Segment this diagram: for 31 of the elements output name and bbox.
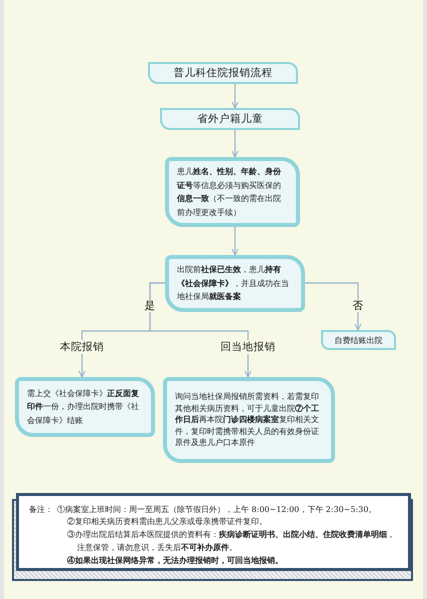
rounded-box (163, 377, 335, 463)
arrow (78, 354, 86, 378)
note-text: ③办理出院后结算后本医院提供的资料有：疾病诊断证明书、出院小结、住院收费清单明细，注意保管，请勿意识，丢失后不可补办原件。 (66, 528, 396, 554)
note-text: ②复印相关病历资料需由患儿父亲或母亲携带证件复印。 (66, 516, 268, 528)
box-text: 自费结账出院 (334, 334, 382, 346)
branch-label: 回当地报销 (210, 340, 286, 354)
connector-line (149, 282, 249, 340)
arrow (232, 227, 238, 256)
note-text: ④如果出现社保网络异常，无法办理报销时，可回当地报销。 (66, 554, 284, 566)
process-box (148, 62, 298, 84)
arrow (244, 354, 252, 378)
box-text: 询问当地社保局报销所需资料，若需复印其他相关病历资料，可于儿童出院⑦个工作日后再本院门诊四楼病案室复印相关文件，复印时需携带相关人员的有效身份证原件及患儿户口本原件 (175, 391, 320, 449)
note-text: ①病案室上班时间：周一至周五（除节假日外），上午 8:00~12:00，下午 2:30~5:30。 (57, 504, 378, 516)
note-heading: 备注： (29, 504, 53, 516)
box-text: 需上交《社会保障卡》正反面复印件一份，办理出院时携带《社会保障卡》结账 (27, 386, 140, 427)
box-text: 患儿姓名、性别、年龄、身份证号等信息必须与购买医保的信息一致（不一致的需在出院前办理更改手续） (177, 165, 282, 218)
box-text: 出院前社保已生效，患儿持有《社会保障卡》，并且成功在当地社保局就医备案 (177, 263, 290, 304)
note-box (16, 493, 411, 571)
edge-label: 是 (144, 300, 156, 312)
box-text: 普儿科住院报销流程 (174, 66, 272, 80)
edge-label: 否 (352, 300, 364, 312)
box-text: 省外户籍儿童 (197, 112, 263, 126)
process-box (160, 108, 300, 130)
arrow (232, 130, 238, 158)
branch-label: 本院报销 (45, 340, 119, 354)
rounded-box (165, 255, 305, 312)
arrow (305, 282, 362, 330)
arrow (232, 84, 238, 108)
process-box (321, 330, 396, 350)
rounded-box (15, 377, 155, 437)
rounded-box (165, 157, 300, 227)
